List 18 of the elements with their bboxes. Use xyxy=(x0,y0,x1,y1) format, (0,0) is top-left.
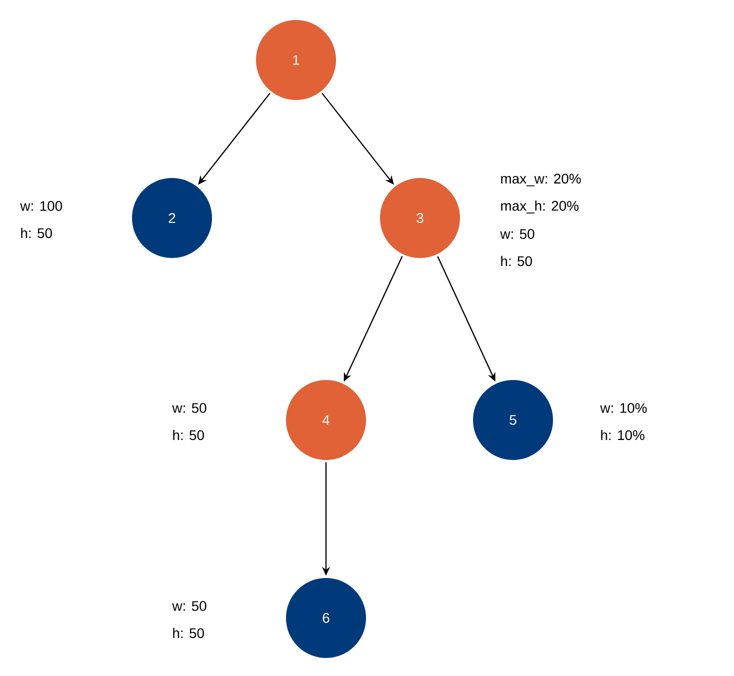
circle-node: 4 xyxy=(286,380,366,460)
size-label: w: 50 xyxy=(500,229,534,239)
size-label: max_w: 20% xyxy=(501,174,581,186)
size-label: h: 50 xyxy=(173,628,204,638)
size-label: h: 50 xyxy=(501,256,532,266)
size-label: h: 50 xyxy=(21,228,52,238)
size-label: w: 10% xyxy=(600,403,647,413)
circle-node: 5 xyxy=(473,380,553,460)
size-label: h: 50 xyxy=(173,430,204,440)
size-label: w: 50 xyxy=(172,403,206,413)
size-label: h: 10% xyxy=(601,430,644,440)
size-label: max_h: 20% xyxy=(501,200,579,214)
size-label: w: 50 xyxy=(172,601,206,611)
circle-node: 2 xyxy=(132,178,212,258)
circle-node: 1 xyxy=(256,20,336,100)
size-label: w: 100 xyxy=(20,201,62,211)
circle-node: 3 xyxy=(380,178,460,258)
circle-node: 6 xyxy=(286,578,366,658)
